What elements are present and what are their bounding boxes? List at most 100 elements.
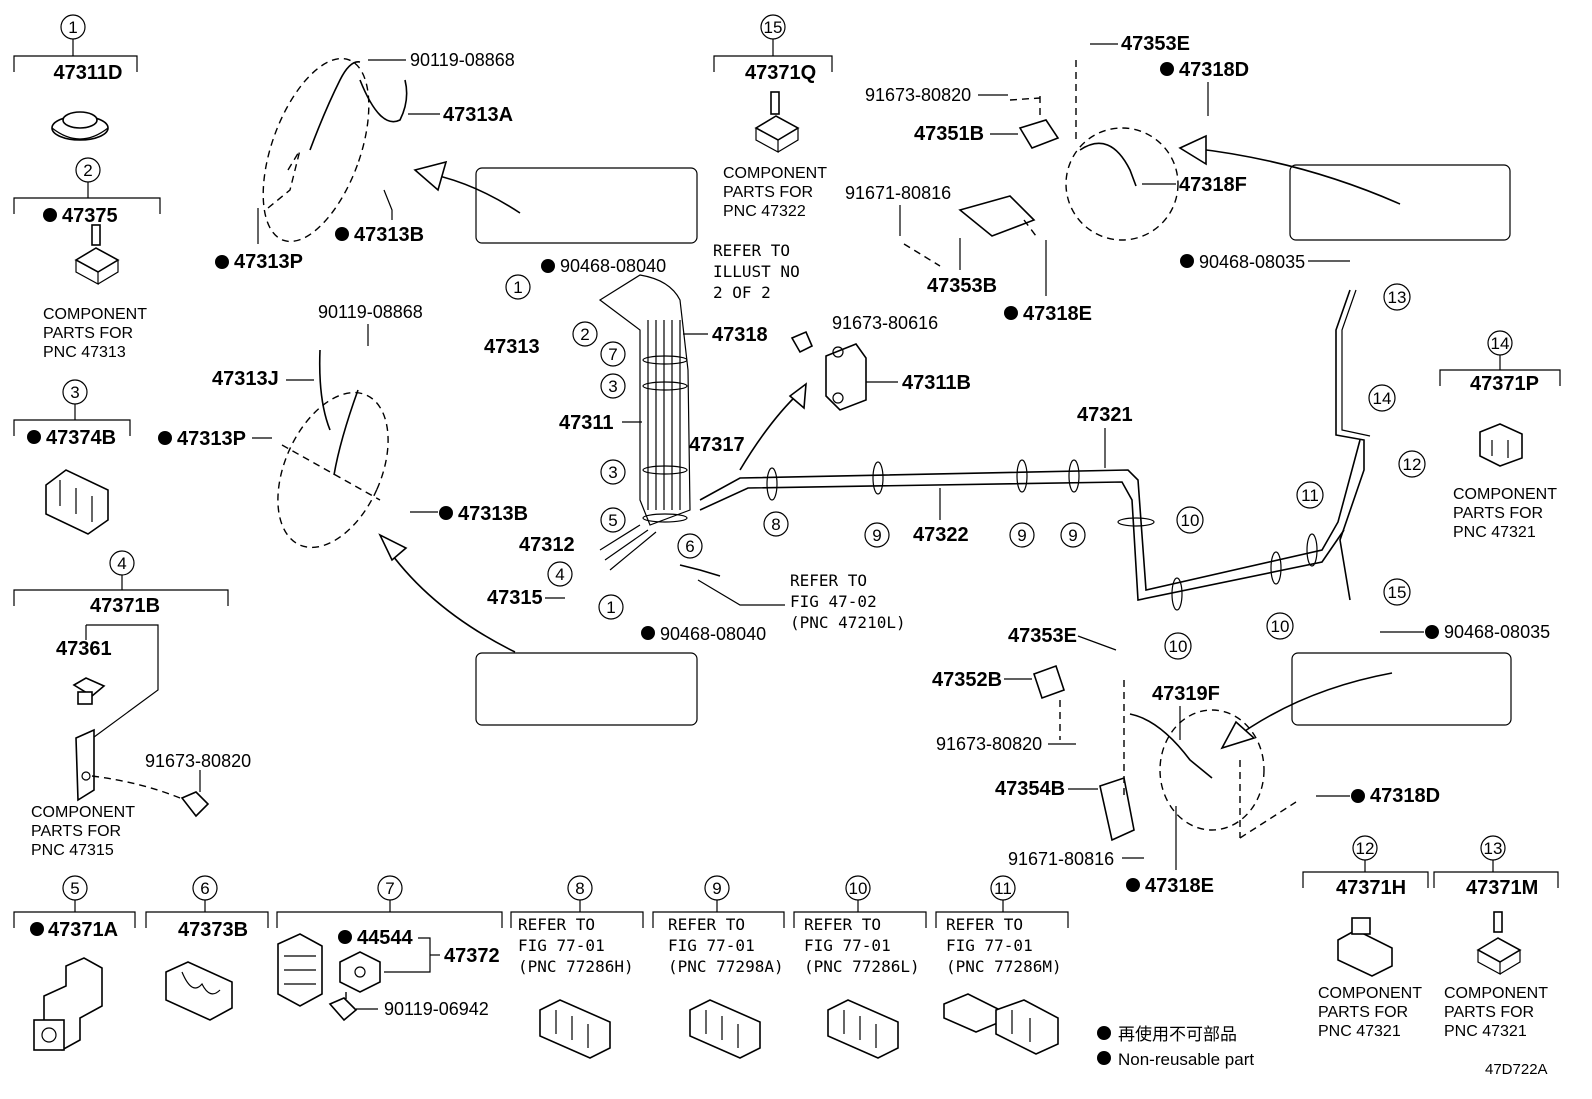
callout-8: 8 — [763, 511, 789, 537]
label-47318[interactable]: 47318 — [712, 324, 768, 346]
non-reusable-dot — [1126, 878, 1140, 892]
label-47318E-top[interactable]: 47318E — [1023, 303, 1092, 325]
label-47322[interactable]: 47322 — [913, 524, 969, 546]
kit-9-refer-line2: FIG 77-01 — [668, 936, 755, 955]
label-90468-08035-top[interactable]: 90468-08035 — [1199, 252, 1305, 272]
callout-text: 10 — [1181, 511, 1200, 530]
label-47318F[interactable]: 47318F — [1179, 174, 1247, 196]
callout-text: 2 — [580, 325, 589, 344]
kit-8-refer-line3: (PNC 77286H) — [518, 957, 634, 976]
kit-5-part-number[interactable]: 47371A — [48, 919, 118, 941]
kit-4-note-line2: PARTS FOR — [31, 823, 121, 840]
callout-text: 13 — [1388, 288, 1407, 307]
bolt-icon — [180, 791, 210, 818]
callout-3a: 3 — [600, 373, 626, 399]
arrow-head-icon — [1178, 134, 1207, 166]
label-47312[interactable]: 47312 — [519, 534, 575, 556]
callout-text: 5 — [608, 511, 617, 530]
label-90119-08868-mid[interactable]: 90119-08868 — [318, 302, 423, 322]
kit-12-note-line2: PARTS FOR — [1318, 1004, 1408, 1021]
callout-text: 1 — [513, 278, 522, 297]
label-90468-08035-bottom[interactable]: 90468-08035 — [1444, 622, 1550, 642]
label-91671-80816-top[interactable]: 91671-80816 — [845, 183, 951, 203]
clamp-stack-icon — [277, 933, 323, 1007]
callout-9a: 9 — [864, 522, 890, 548]
kit-8-refer-line2: FIG 77-01 — [518, 936, 605, 955]
label-47318D-top[interactable]: 47318D — [1179, 59, 1249, 81]
kit-12-note-line1: COMPONENT — [1318, 985, 1422, 1002]
flex-hose-assembly-rear-bottom — [1032, 664, 1297, 842]
label-47311[interactable]: 47311 — [559, 412, 614, 434]
kit-5-index: 5 — [70, 879, 79, 898]
label-47321[interactable]: 47321 — [1077, 404, 1133, 426]
label-47313J[interactable]: 47313J — [212, 368, 279, 390]
label-91673-80820-bottom[interactable]: 91673-80820 — [936, 734, 1042, 754]
label-47315[interactable]: 47315 — [487, 587, 543, 609]
label-47313A[interactable]: 47313A — [443, 104, 513, 126]
label-47313P-top[interactable]: 47313P — [234, 251, 303, 273]
label-47352B[interactable]: 47352B — [932, 669, 1002, 691]
label-47353B[interactable]: 47353B — [927, 275, 997, 297]
label-91673-80616[interactable]: 91673-80616 — [832, 313, 938, 333]
label-47313B-top[interactable]: 47313B — [354, 224, 424, 246]
kit-4-bolt-part[interactable]: 91673-80820 — [145, 751, 251, 771]
label-47313[interactable]: 47313 — [484, 336, 540, 358]
label-47311B[interactable]: 47311B — [902, 372, 971, 394]
kit-11: 11 REFER TO FIG 77-01 (PNC 77286M) — [935, 875, 1069, 1055]
label-47353E-bottom[interactable]: 47353E — [1008, 625, 1077, 647]
kit-12: 12 47371H COMPONENT PARTS FOR PNC 47321 — [1302, 835, 1429, 1040]
kit-4-part-number[interactable]: 47371B — [90, 595, 160, 617]
callout-6: 6 — [677, 533, 703, 559]
kit-7-sub-part[interactable]: 47372 — [444, 945, 500, 967]
kit-15-note-line2: PARTS FOR — [723, 184, 813, 201]
label-90119-08868-top[interactable]: 90119-08868 — [410, 50, 515, 70]
kit-15-part-number[interactable]: 47371Q — [745, 62, 816, 84]
callout-text: 11 — [1301, 486, 1319, 505]
kit-7-bolt-part[interactable]: 90119-06942 — [384, 999, 489, 1019]
arrow-head-icon — [1220, 720, 1256, 750]
kit-2-index: 2 — [83, 161, 92, 180]
callout-11: 11 — [1296, 481, 1324, 509]
kit-12-part-number[interactable]: 47371H — [1336, 877, 1406, 899]
non-reusable-dot — [27, 430, 41, 444]
arrow-head-icon — [413, 160, 448, 192]
kit-12-note-line3: PNC 47321 — [1318, 1023, 1401, 1040]
label-47353E-top[interactable]: 47353E — [1121, 33, 1190, 55]
label-91671-80816-bottom[interactable]: 91671-80816 — [1008, 849, 1114, 869]
label-47318D-bottom[interactable]: 47318D — [1370, 785, 1440, 807]
kit-7-part-number[interactable]: 44544 — [357, 927, 413, 949]
refer-fig-line3: (PNC 47210L) — [790, 613, 906, 632]
label-47318E-bottom[interactable]: 47318E — [1145, 875, 1214, 897]
callout-12: 12 — [1398, 450, 1426, 478]
kit-14-part-number[interactable]: 47371P — [1470, 373, 1539, 395]
kit-2-part-number[interactable]: 47375 — [62, 205, 118, 227]
clip-nut-icon — [1476, 911, 1522, 976]
label-47313P-mid[interactable]: 47313P — [177, 428, 246, 450]
label-91673-80820-top[interactable]: 91673-80820 — [865, 85, 971, 105]
non-reusable-dot — [1425, 625, 1439, 639]
kit-10-refer-line1: REFER TO — [804, 915, 881, 934]
label-47354B[interactable]: 47354B — [995, 778, 1065, 800]
callout-text: 15 — [1388, 583, 1407, 602]
kit-13-note-line2: PARTS FOR — [1444, 1004, 1534, 1021]
reference-box-rear-right-top — [1289, 164, 1511, 241]
kit-10-refer-line2: FIG 77-01 — [804, 936, 891, 955]
clamp-icon — [1337, 917, 1393, 977]
callout-text: 12 — [1403, 455, 1422, 474]
kit-8-refer-line1: REFER TO — [518, 915, 595, 934]
label-47313B-mid[interactable]: 47313B — [458, 503, 528, 525]
label-90468-08040-top[interactable]: 90468-08040 — [560, 256, 666, 276]
kit-5: 5 47371A — [13, 875, 136, 1051]
kit-13-part-number[interactable]: 47371M — [1466, 877, 1538, 899]
label-47351B[interactable]: 47351B — [914, 123, 984, 145]
label-47319F[interactable]: 47319F — [1152, 683, 1220, 705]
label-47317[interactable]: 47317 — [689, 434, 745, 456]
kit-4-sub-part[interactable]: 47361 — [56, 638, 112, 660]
label-90468-08040-bottom[interactable]: 90468-08040 — [660, 624, 766, 644]
kit-11-refer-line3: (PNC 77286M) — [946, 957, 1062, 976]
bracket-47311B — [790, 330, 867, 411]
kit-1-part-number[interactable]: 47311D — [54, 62, 123, 84]
non-reusable-dot — [641, 626, 655, 640]
kit-3-part-number[interactable]: 47374B — [46, 427, 116, 449]
kit-6-part-number[interactable]: 47373B — [178, 919, 248, 941]
